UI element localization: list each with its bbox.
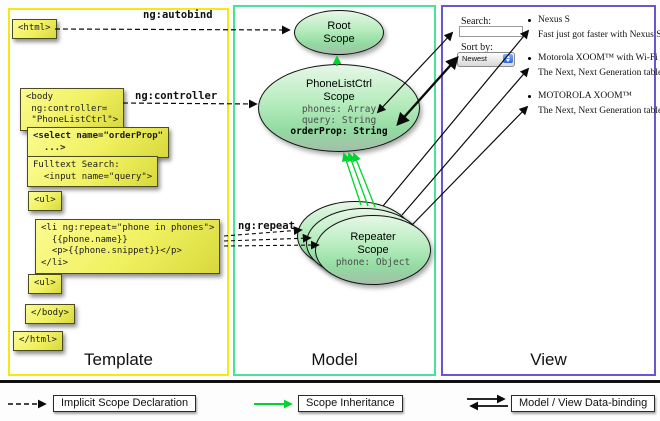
code-box-html-open: <html>: [12, 19, 57, 39]
root-scope-title-line1: Root: [327, 19, 351, 32]
code-box-ul-close: <ul>: [28, 274, 62, 294]
view-column-label: View: [530, 350, 567, 369]
phonelistctrl-prop-query: query: String: [301, 115, 377, 127]
template-column-label: Template: [84, 350, 153, 369]
phonelistctrl-scope-title-line1: PhoneListCtrl: [305, 77, 373, 90]
phone-list-item: Nexus S Fast just got faster with Nexus …: [528, 15, 660, 40]
phonelistctrl-scope-ellipse: PhoneListCtrl Scope phones: Array query:…: [258, 64, 420, 152]
search-label: Search:: [461, 16, 491, 27]
phonelistctrl-scope-title-line2: Scope: [323, 90, 355, 103]
bullet-icon: [528, 56, 531, 60]
phone-item-desc: The Next, Next Generation tablet.: [538, 106, 660, 116]
phone-item-title: Motorola XOOM™ with Wi-Fi: [538, 53, 658, 63]
phone-item-desc: Fast just got faster with Nexus S.: [538, 30, 660, 40]
bullet-icon: [528, 18, 531, 22]
sort-dropdown-value: Newest: [462, 54, 488, 63]
model-column-label: Model: [311, 350, 358, 369]
sort-dropdown[interactable]: Newest: [457, 52, 515, 67]
legend-data-binding: Model / View Data-binding: [511, 395, 656, 412]
code-box-html-close: </html>: [13, 331, 63, 351]
phone-list-item: MOTOROLA XOOM™ The Next, Next Generation…: [528, 91, 660, 116]
legend-scope-inheritance: Scope Inheritance: [298, 395, 403, 412]
code-box-body-close: </body>: [25, 304, 75, 324]
code-box-body-open: <body ng:controller= "PhoneListCtrl">: [20, 88, 125, 132]
repeater-scope-ellipse-front: Repeater Scope phone: Object: [315, 215, 431, 285]
repeater-scope-title-line2: Scope: [357, 243, 389, 256]
phone-item-title: MOTOROLA XOOM™: [538, 91, 632, 101]
phone-list-item: Motorola XOOM™ with Wi-Fi The Next, Next…: [528, 53, 660, 78]
code-box-li-repeat: <li ng:repeat="phone in phones"> {{phone…: [35, 219, 221, 274]
root-scope-title-line2: Scope: [323, 32, 355, 45]
bullet-icon: [528, 94, 531, 98]
repeater-scope-title-line1: Repeater: [350, 230, 396, 243]
ng-repeat-label: ng:repeat: [238, 220, 295, 232]
dropdown-stepper-icon: [503, 54, 513, 63]
code-box-ul-open: <ul>: [28, 191, 62, 211]
repeater-prop-phone: phone: Object: [335, 257, 411, 269]
ng-autobind-label: ng:autobind: [143, 9, 213, 21]
root-scope-ellipse: Root Scope: [294, 10, 384, 55]
legend-implicit-scope: Implicit Scope Declaration: [53, 395, 197, 412]
legend-separator: [0, 380, 660, 383]
code-box-select: <select name="orderProp" ...>: [27, 127, 170, 159]
phonelistctrl-prop-phones: phones: Array: [301, 104, 377, 116]
code-box-fulltext: Fulltext Search: <input name="query">: [27, 156, 159, 188]
phone-item-desc: The Next, Next Generation tablet.: [538, 68, 660, 78]
search-input[interactable]: [459, 26, 523, 37]
phone-item-title: Nexus S: [538, 15, 570, 25]
model-column: Model: [233, 5, 436, 376]
phonelistctrl-prop-orderprop: orderProp: String: [290, 126, 388, 138]
ng-controller-label: ng:controller: [135, 90, 218, 102]
